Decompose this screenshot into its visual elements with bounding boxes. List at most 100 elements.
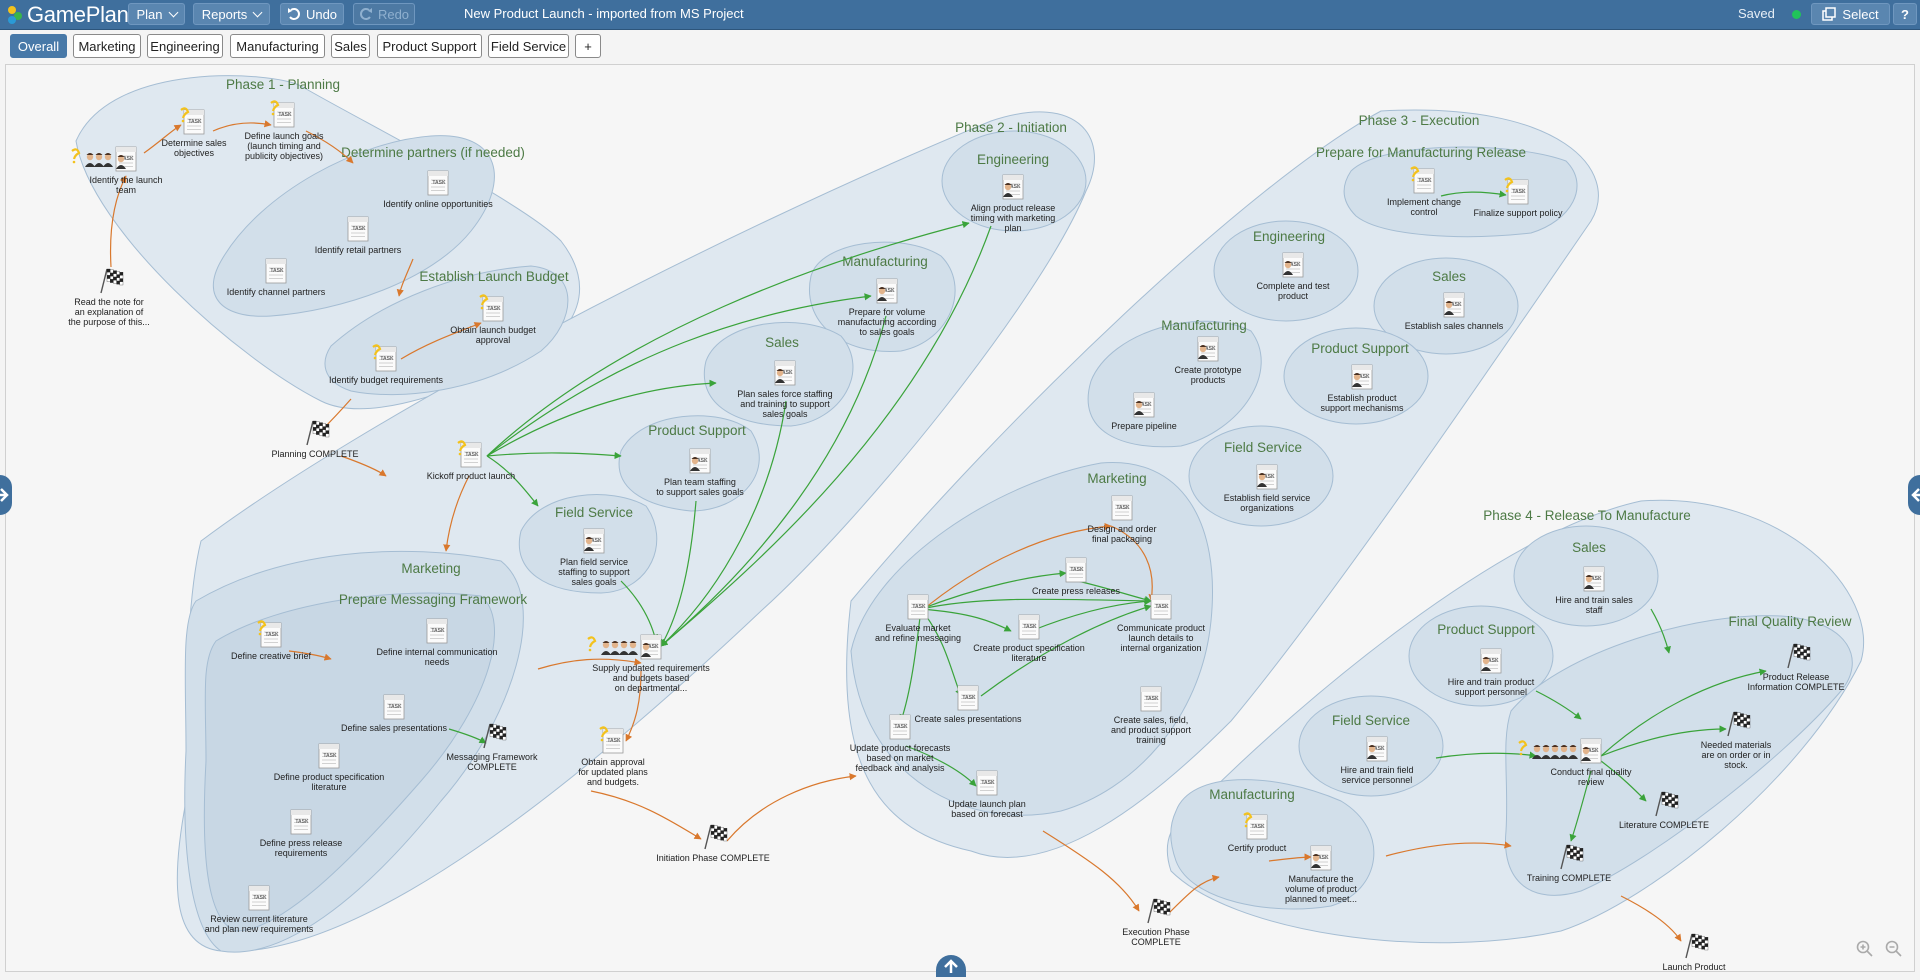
flow-connector[interactable]: [1385, 841, 1512, 857]
node-launch-product[interactable]: Launch Product: [1662, 933, 1726, 972]
flow-connector[interactable]: [305, 130, 354, 164]
flow-connector[interactable]: [396, 258, 414, 297]
tab-manufacturing[interactable]: Manufacturing: [230, 34, 325, 58]
flow-connector[interactable]: [486, 451, 622, 460]
flow-connector[interactable]: [1650, 608, 1671, 654]
tab-marketing[interactable]: Marketing: [73, 34, 141, 58]
flow-connector[interactable]: [920, 608, 1012, 632]
flow-connector[interactable]: [726, 773, 857, 842]
redo-button[interactable]: Redo: [353, 3, 415, 25]
flow-connector[interactable]: [109, 175, 127, 268]
flow-connector[interactable]: [486, 455, 539, 507]
flow-connector[interactable]: [448, 728, 487, 744]
messaging-group[interactable]: [203, 592, 495, 932]
add-tab-button[interactable]: +: [575, 34, 601, 58]
flow-connector[interactable]: [1168, 874, 1220, 914]
flow-connector[interactable]: [920, 597, 1152, 610]
flow-connector[interactable]: [1569, 770, 1592, 842]
node-literature-complete[interactable]: Literature COMPLETE: [1619, 791, 1709, 830]
flow-connector[interactable]: [660, 225, 992, 647]
flow-connector[interactable]: [660, 500, 697, 647]
undo-button[interactable]: Undo: [280, 3, 344, 25]
node-training-complete[interactable]: Training COMPLETE: [1527, 844, 1611, 883]
flow-connector[interactable]: [920, 569, 1067, 610]
tab-engineering[interactable]: Engineering: [147, 34, 223, 58]
plan-diagram[interactable]: Phase 1 - Planning Determine partners (i…: [6, 65, 1915, 972]
flow-connector[interactable]: [537, 658, 642, 670]
flow-connector[interactable]: [1030, 597, 1152, 632]
flow-connector[interactable]: [400, 322, 482, 360]
flow-connector[interactable]: [1268, 853, 1312, 862]
flow-connector[interactable]: [905, 745, 977, 787]
select-button[interactable]: Select: [1811, 3, 1890, 25]
plan-canvas[interactable]: Phase 1 - Planning Determine partners (i…: [5, 64, 1915, 972]
reports-menu-button[interactable]: Reports: [193, 3, 270, 25]
flow-connector[interactable]: [1042, 830, 1140, 912]
bottom-panel-handle[interactable]: [936, 955, 966, 977]
zoom-in-icon[interactable]: [1856, 940, 1874, 958]
flow-connector[interactable]: [1440, 190, 1507, 198]
p4-manufacturing-group[interactable]: [1170, 779, 1375, 910]
flow-connector[interactable]: [1600, 668, 1767, 757]
flow-connector[interactable]: [660, 400, 787, 647]
flow-connector[interactable]: [1600, 725, 1727, 757]
flow-connector[interactable]: [1600, 760, 1647, 802]
left-panel-handle[interactable]: [0, 475, 12, 515]
flow-connector[interactable]: [143, 124, 182, 154]
mfg-release-group[interactable]: [1343, 146, 1578, 238]
help-button[interactable]: ?: [1893, 3, 1917, 25]
flow-connector[interactable]: [340, 455, 387, 477]
flow-connector[interactable]: [590, 790, 702, 840]
flow-connector[interactable]: [625, 670, 642, 742]
node-planning-complete[interactable]: Planning COMPLETE: [271, 420, 359, 459]
tab-product-support[interactable]: Product Support: [377, 34, 482, 58]
tab-field-service[interactable]: Field Service: [488, 34, 569, 58]
zoom-out-icon[interactable]: [1885, 940, 1903, 958]
flow-connector[interactable]: [212, 120, 272, 132]
flow-connector[interactable]: [660, 315, 887, 647]
flow-connector[interactable]: [1435, 751, 1537, 759]
